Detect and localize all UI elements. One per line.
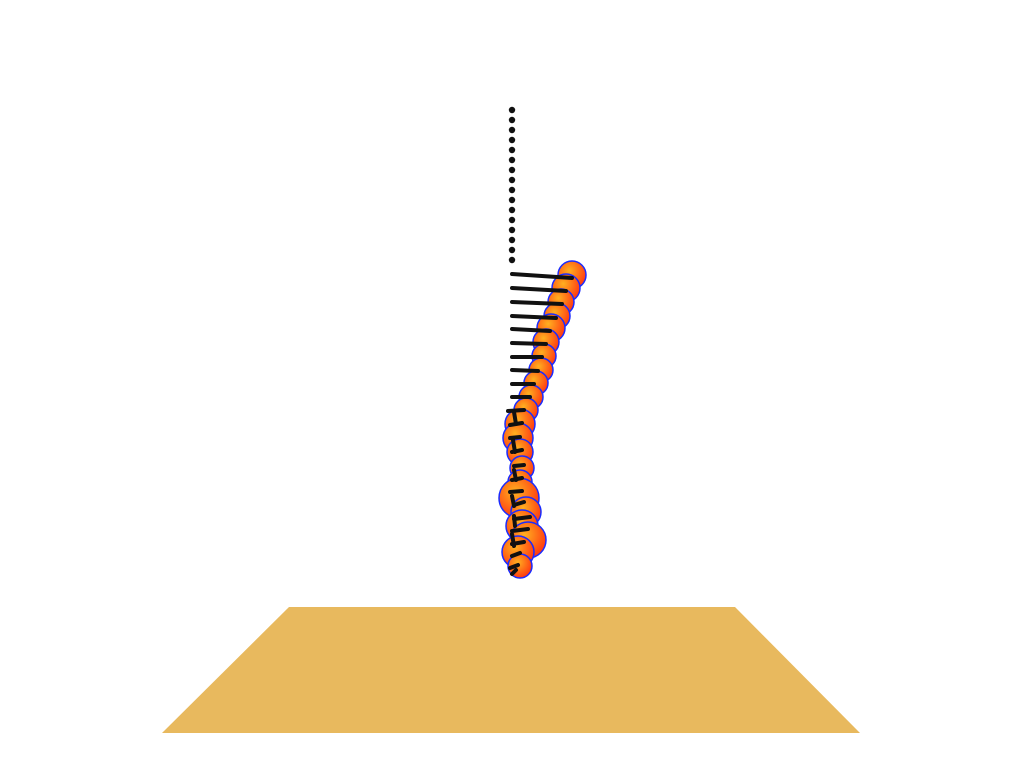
chain-segment <box>510 527 530 533</box>
chain-segment <box>512 515 532 521</box>
chain-dot <box>508 256 516 264</box>
chain-segment <box>510 368 540 373</box>
chain-segment <box>512 410 518 426</box>
chain-dot <box>508 106 516 114</box>
chain-segment <box>510 551 522 558</box>
chain-segment <box>508 489 524 494</box>
chain-segment <box>512 468 518 482</box>
chain-segment <box>506 408 526 413</box>
chain-dot <box>508 126 516 134</box>
chain-dot <box>508 216 516 224</box>
chain-segment <box>511 438 517 454</box>
chain-segment <box>510 327 552 333</box>
chain-dot <box>508 146 516 154</box>
chain-segments-group <box>506 272 574 576</box>
chain-segment <box>510 494 516 508</box>
chain-dot <box>508 156 516 164</box>
chain-segment <box>510 300 564 306</box>
chain-segment <box>512 514 517 528</box>
chain-dot <box>508 236 516 244</box>
chain-dot <box>508 196 516 204</box>
chain-dot <box>508 226 516 234</box>
chain-dot <box>508 166 516 174</box>
chain-segment <box>510 568 518 576</box>
chain-segment <box>512 463 526 468</box>
chain-dot <box>508 136 516 144</box>
chain-segment <box>508 435 522 440</box>
chain-segment <box>510 286 568 293</box>
chain-segment <box>510 314 558 320</box>
chain-dot <box>508 206 516 214</box>
floor-plane <box>162 607 860 733</box>
chain-segment <box>510 272 574 280</box>
chain-segment <box>510 532 516 548</box>
chain-segment <box>508 563 520 570</box>
chain-dot <box>508 176 516 184</box>
chain-dot <box>508 186 516 194</box>
chain-dots-group <box>508 106 516 264</box>
chain-segment <box>510 341 548 346</box>
chain-dot <box>508 246 516 254</box>
chain-dot <box>508 116 516 124</box>
